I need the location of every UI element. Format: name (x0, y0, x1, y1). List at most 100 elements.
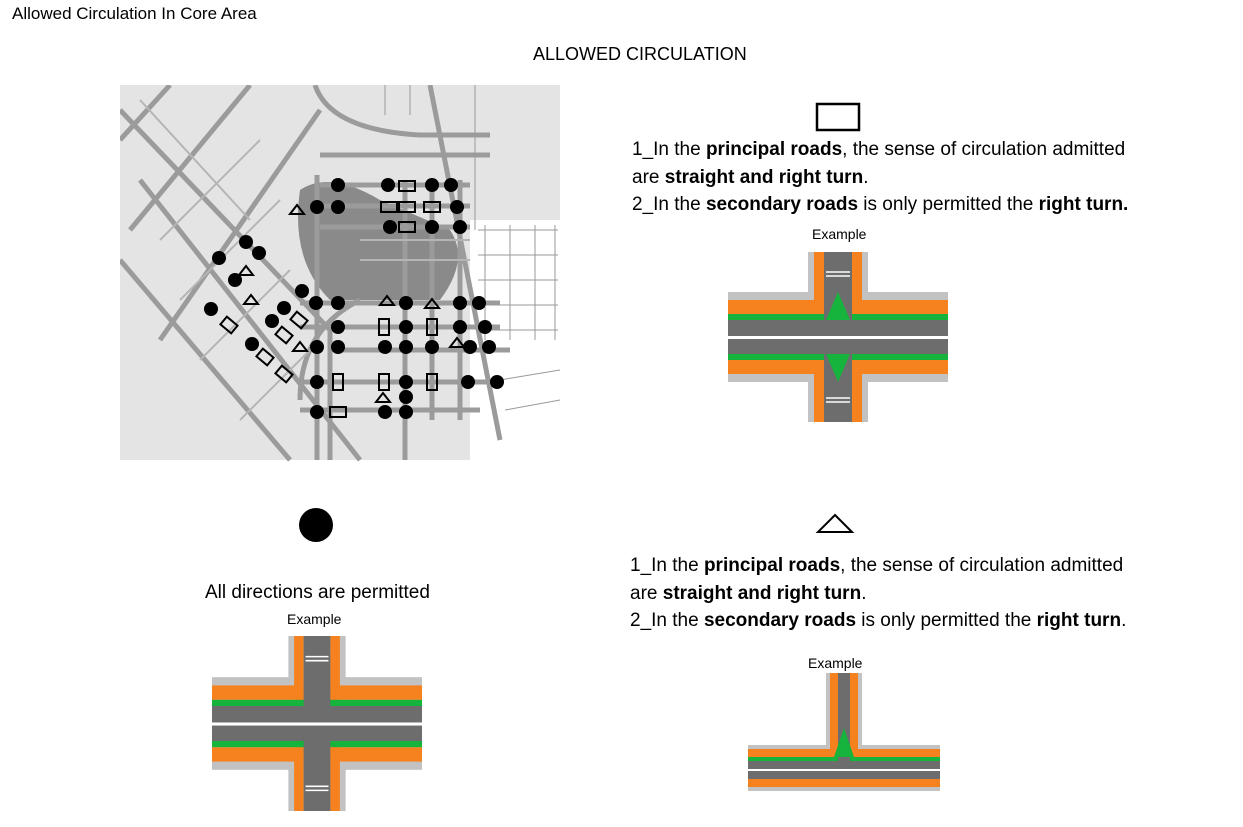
all-directions-marker (331, 296, 345, 310)
all-directions-marker (310, 405, 324, 419)
intersection-straight-right-diagram (728, 252, 948, 422)
right-turn-marker (373, 391, 393, 403)
all-directions-marker (381, 178, 395, 192)
core-area-map (120, 85, 560, 462)
right-turn-marker (287, 203, 307, 215)
right-turn-marker (422, 297, 442, 309)
all-directions-marker (399, 390, 413, 404)
intersection-all-directions-diagram (212, 636, 422, 811)
text: , the sense of circulation admitted (840, 555, 1124, 576)
all-directions-marker (212, 251, 226, 265)
text: 2_In the (630, 610, 704, 631)
all-directions-marker (245, 337, 259, 351)
straight-right-marker (426, 318, 438, 336)
all-directions-marker (453, 320, 467, 334)
right-turn-marker (377, 294, 397, 306)
all-directions-marker (309, 296, 323, 310)
all-directions-marker (399, 340, 413, 354)
text: 1_In the (630, 555, 704, 576)
triangle-icon (815, 513, 855, 533)
straight-right-marker (274, 325, 294, 345)
all-directions-marker (310, 340, 324, 354)
right-turn-marker (447, 336, 467, 348)
all-directions-marker (399, 296, 413, 310)
triangle-rules: 1_In the principal roads, the sense of c… (630, 552, 1126, 635)
straight-right-marker (380, 201, 398, 213)
bold-text: right turn (1036, 610, 1122, 631)
text: . (1121, 610, 1127, 631)
text: . (861, 582, 867, 604)
all-directions-marker (295, 284, 309, 298)
all-directions-marker (399, 320, 413, 334)
text: is only permitted the (856, 610, 1037, 631)
straight-right-marker (398, 221, 416, 233)
text: , the sense of circulation admitted (842, 139, 1126, 160)
right-turn-marker (236, 264, 256, 276)
circle-caption: All directions are permitted (205, 582, 430, 603)
straight-right-marker (426, 373, 438, 391)
all-directions-marker (453, 296, 467, 310)
bold-text: principal roads (703, 555, 841, 576)
all-directions-marker (453, 220, 467, 234)
straight-right-marker (219, 315, 239, 335)
straight-right-marker (255, 347, 275, 367)
straight-right-marker (423, 201, 441, 213)
page-title: ALLOWED CIRCULATION (533, 44, 747, 64)
all-directions-marker (399, 375, 413, 389)
example-label: Example (808, 655, 863, 671)
straight-right-marker (274, 364, 294, 384)
all-directions-marker (399, 405, 413, 419)
document-title: Allowed Circulation In Core Area (12, 4, 257, 23)
all-directions-marker (461, 375, 475, 389)
example-label: Example (812, 226, 867, 242)
all-directions-marker (331, 178, 345, 192)
all-directions-marker (450, 200, 464, 214)
rectangle-icon (815, 102, 861, 132)
all-directions-marker (425, 340, 439, 354)
all-directions-marker (331, 340, 345, 354)
rectangle-rules: 1_In the principal roads, the sense of c… (632, 136, 1128, 219)
t-intersection-diagram (748, 673, 940, 791)
all-directions-marker (228, 273, 242, 287)
all-directions-marker (265, 314, 279, 328)
all-directions-marker (478, 320, 492, 334)
all-directions-marker (444, 178, 458, 192)
straight-right-marker (378, 318, 390, 336)
all-directions-marker (378, 405, 392, 419)
straight-right-marker (332, 373, 344, 391)
all-directions-marker (310, 200, 324, 214)
straight-right-marker (398, 201, 416, 213)
bold-text: straight and right turn (664, 166, 864, 188)
bold-text: secondary roads (705, 194, 859, 215)
all-directions-marker (310, 375, 324, 389)
all-directions-marker (204, 302, 218, 316)
all-directions-marker (463, 340, 477, 354)
rule-1-cont: are straight and right turn. (630, 580, 1126, 608)
all-directions-marker (425, 220, 439, 234)
all-directions-marker (490, 375, 504, 389)
all-directions-marker (482, 340, 496, 354)
bold-text: straight and right turn (662, 582, 862, 604)
rule-1-cont: are straight and right turn. (632, 164, 1128, 192)
all-directions-marker (252, 246, 266, 260)
all-directions-marker (331, 200, 345, 214)
straight-right-marker (329, 406, 347, 418)
circle-icon (299, 508, 333, 542)
bold-text: secondary roads (703, 610, 857, 631)
all-directions-marker (239, 235, 253, 249)
text: is only permitted the (858, 194, 1039, 215)
example-label: Example (287, 611, 342, 627)
text: 1_In the (632, 139, 706, 160)
straight-right-marker (378, 373, 390, 391)
bold-text: right turn. (1038, 194, 1129, 215)
right-turn-marker (241, 293, 261, 305)
rule-1: 1_In the principal roads, the sense of c… (630, 552, 1126, 580)
right-turn-marker (290, 340, 310, 352)
text: are (632, 166, 665, 188)
all-directions-marker (472, 296, 486, 310)
rule-2: 2_In the secondary roads is only permitt… (630, 607, 1126, 635)
text: 2_In the (632, 194, 706, 215)
all-directions-marker (331, 320, 345, 334)
all-directions-marker (425, 178, 439, 192)
rule-2: 2_In the secondary roads is only permitt… (632, 191, 1128, 219)
